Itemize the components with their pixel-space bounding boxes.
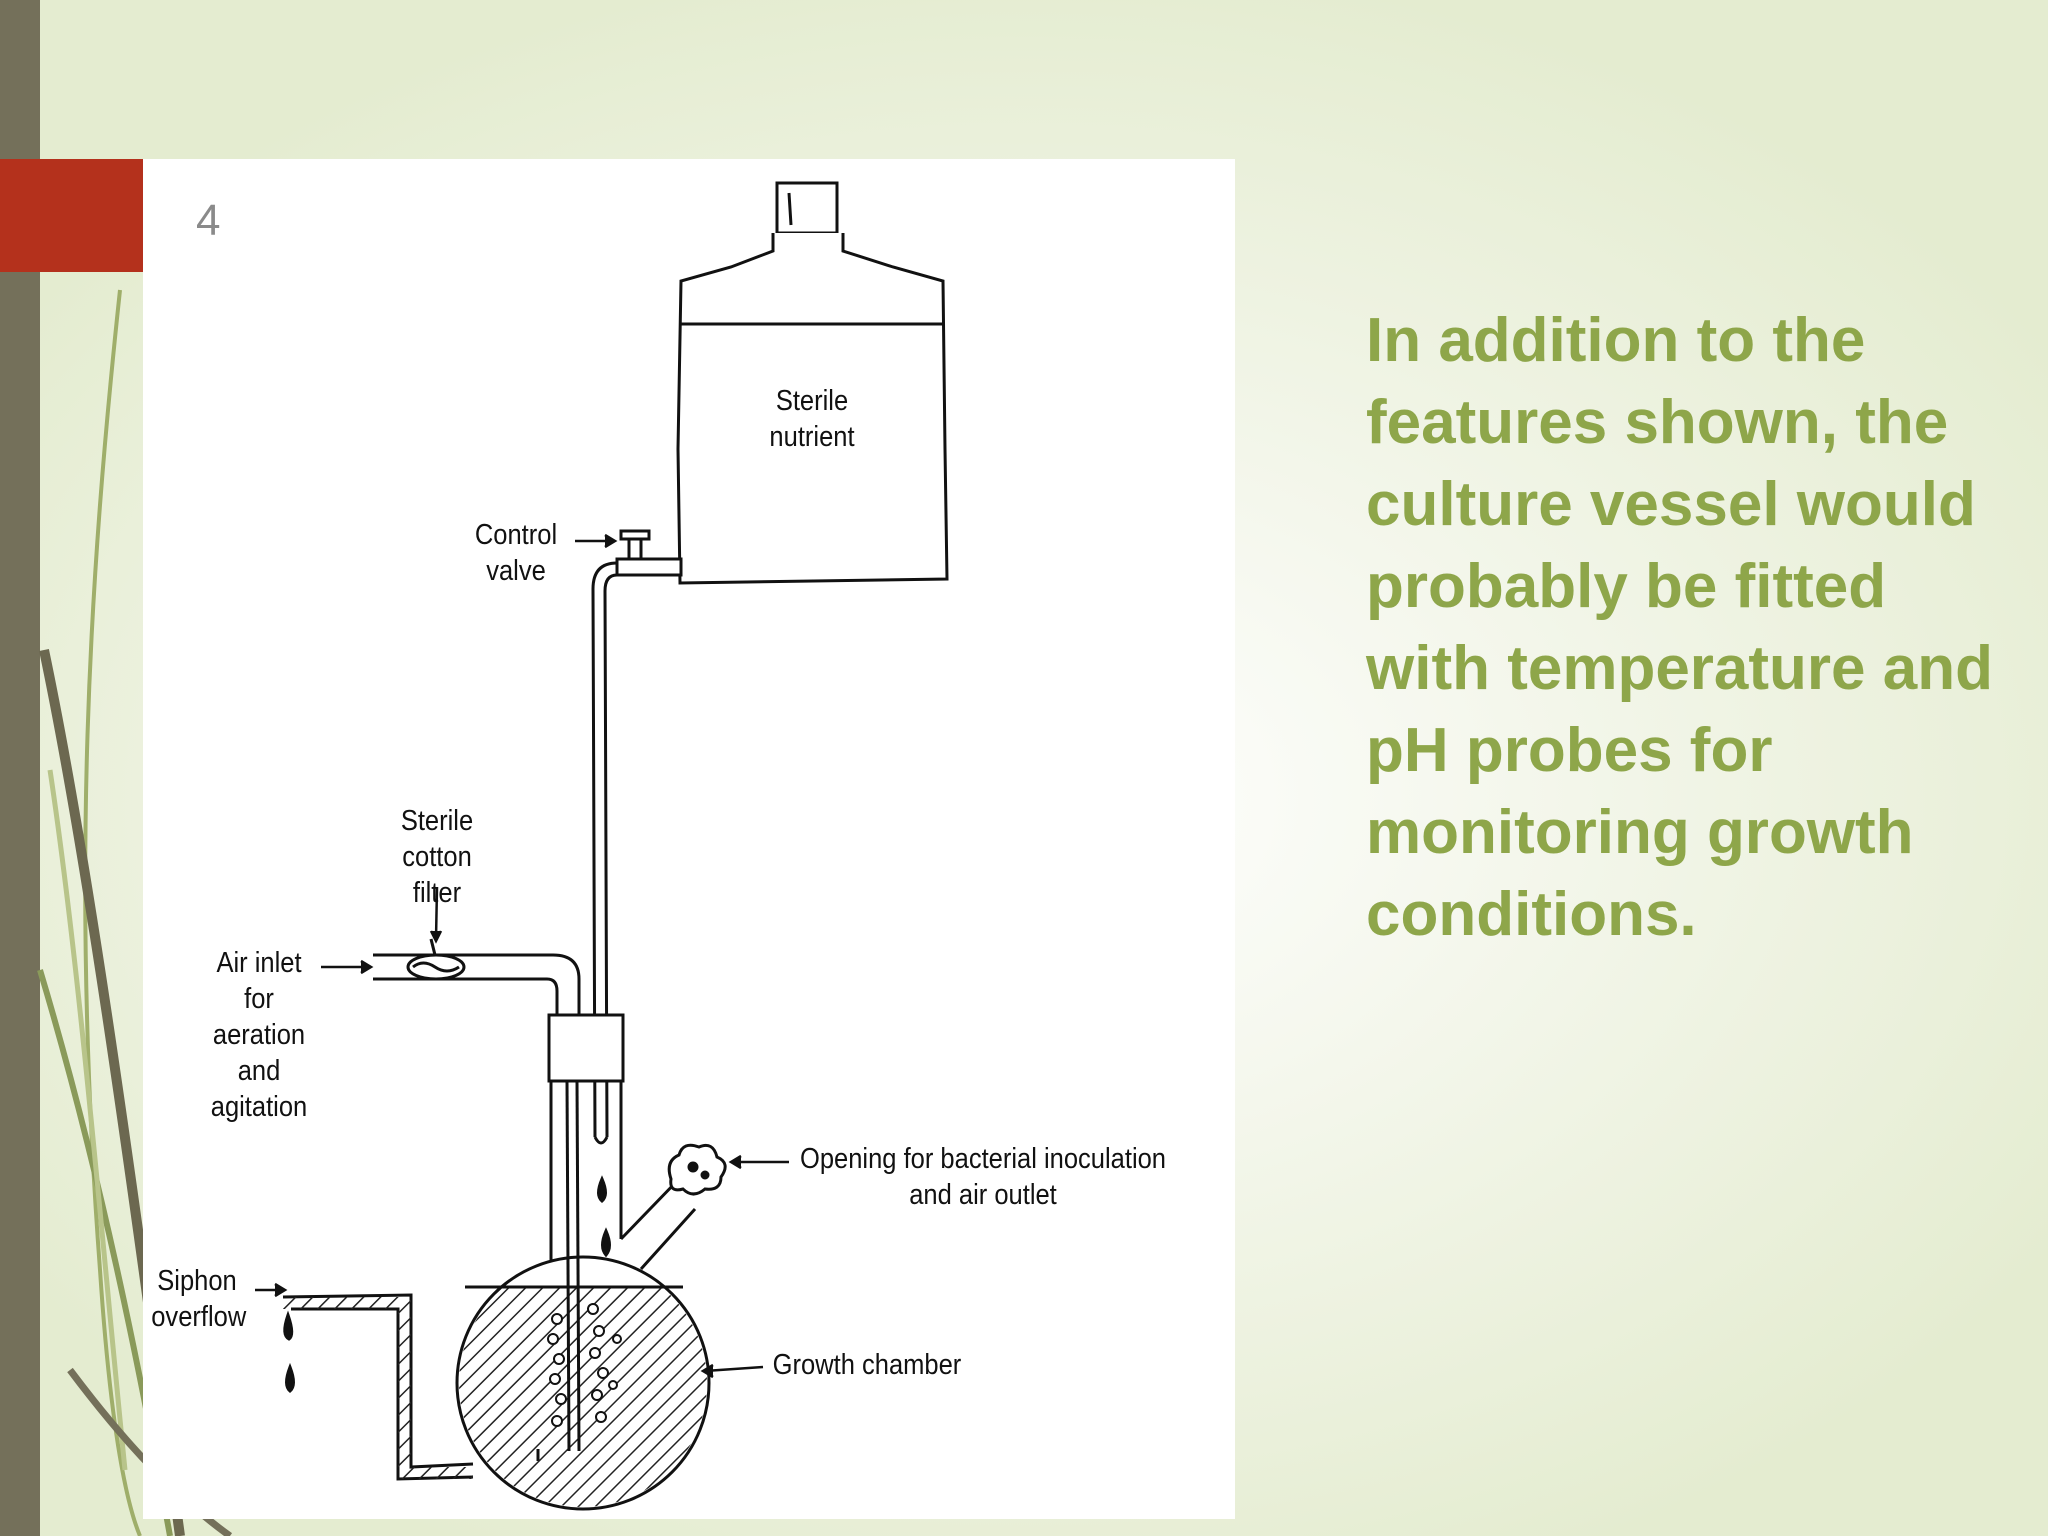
- nutrient-bottle: [676, 181, 949, 585]
- label-growth-chamber: Growth chamber: [772, 1349, 962, 1381]
- label-sterile-nutrient: Sterile nutrient: [769, 385, 855, 453]
- label-opening: Opening for bacterial inoculation and ai…: [799, 1143, 1167, 1211]
- stopper: [547, 1013, 625, 1083]
- label-control-valve: Control valve: [474, 519, 558, 587]
- air-inlet-pipe: [373, 938, 581, 1015]
- slide-number-tab: [0, 159, 143, 272]
- label-sterile-cotton-filter: Sterile cotton filter: [400, 805, 474, 909]
- feed-pipe: [591, 529, 683, 1145]
- siphon-tube: [282, 1293, 474, 1481]
- label-siphon-overflow: Siphon overflow: [151, 1265, 247, 1333]
- diagram-drawing: [255, 181, 949, 1511]
- label-air-inlet: Air inlet for aeration and agitation: [210, 947, 308, 1123]
- slide-number: 4: [196, 196, 221, 245]
- slide-body-text: In addition to the features shown, the c…: [1366, 306, 1993, 949]
- bioreactor-diagram: Sterile nutrient Control valve Sterile c…: [143, 159, 1235, 1519]
